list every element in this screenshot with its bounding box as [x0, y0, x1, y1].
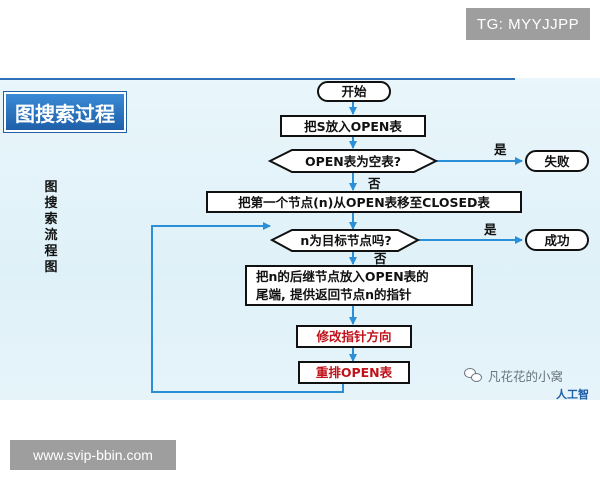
node-put-s-open-label: 把S放入OPEN表 [304, 119, 402, 134]
node-success-label: 成功 [544, 233, 569, 248]
node-expand: 把n的后继节点放入OPEN表的 尾端, 提供返回节点n的指针 [245, 265, 473, 306]
node-put-s-open: 把S放入OPEN表 [280, 115, 426, 137]
node-q-open-empty-label: OPEN表为空表? [305, 154, 401, 169]
tg-badge: TG: MYYJJPP [466, 8, 590, 40]
watermark-text: 凡花花的小窝 [488, 368, 564, 384]
node-q-is-goal-label: n为目标节点吗? [300, 233, 391, 248]
node-modify-pointer: 修改指针方向 [296, 325, 412, 348]
node-start: 开始 [317, 81, 391, 102]
watermark: 凡花花的小窝 [464, 364, 563, 386]
node-expand-line1: 把n的后继节点放入OPEN表的 [256, 269, 429, 284]
node-expand-line2: 尾端, 提供返回节点n的指针 [256, 287, 412, 302]
edge-label-yes-1: 是 [493, 142, 507, 157]
node-q-is-goal: n为目标节点吗? [269, 229, 421, 252]
edge-loop-back-inner [151, 222, 344, 393]
node-reorder-open: 重排OPEN表 [298, 361, 410, 384]
node-take-first: 把第一个节点(n)从OPEN表移至CLOSED表 [206, 191, 522, 213]
wechat-icon [464, 367, 482, 383]
node-success: 成功 [525, 229, 589, 251]
connectors [151, 101, 523, 393]
edge-label-yes-2: 是 [483, 222, 497, 237]
edge-label-no-2: 否 [373, 251, 387, 266]
node-take-first-label: 把第一个节点(n)从OPEN表移至CLOSED表 [238, 195, 490, 210]
node-q-open-empty: OPEN表为空表? [267, 149, 439, 173]
node-fail: 失败 [525, 150, 589, 172]
node-start-label: 开始 [341, 84, 367, 99]
node-modify-pointer-label: 修改指针方向 [315, 329, 391, 344]
node-reorder-open-label: 重排OPEN表 [316, 365, 393, 380]
slide-title: 图搜索过程 [4, 92, 126, 132]
corner-text: 人工智 [556, 388, 589, 401]
url-badge: www.svip-bbin.com [10, 440, 176, 470]
side-label-vertical: 图搜索流程图 [44, 180, 58, 275]
edge-label-no-1: 否 [367, 176, 381, 191]
slide-top-divider [0, 78, 515, 80]
node-fail-label: 失败 [544, 154, 570, 169]
